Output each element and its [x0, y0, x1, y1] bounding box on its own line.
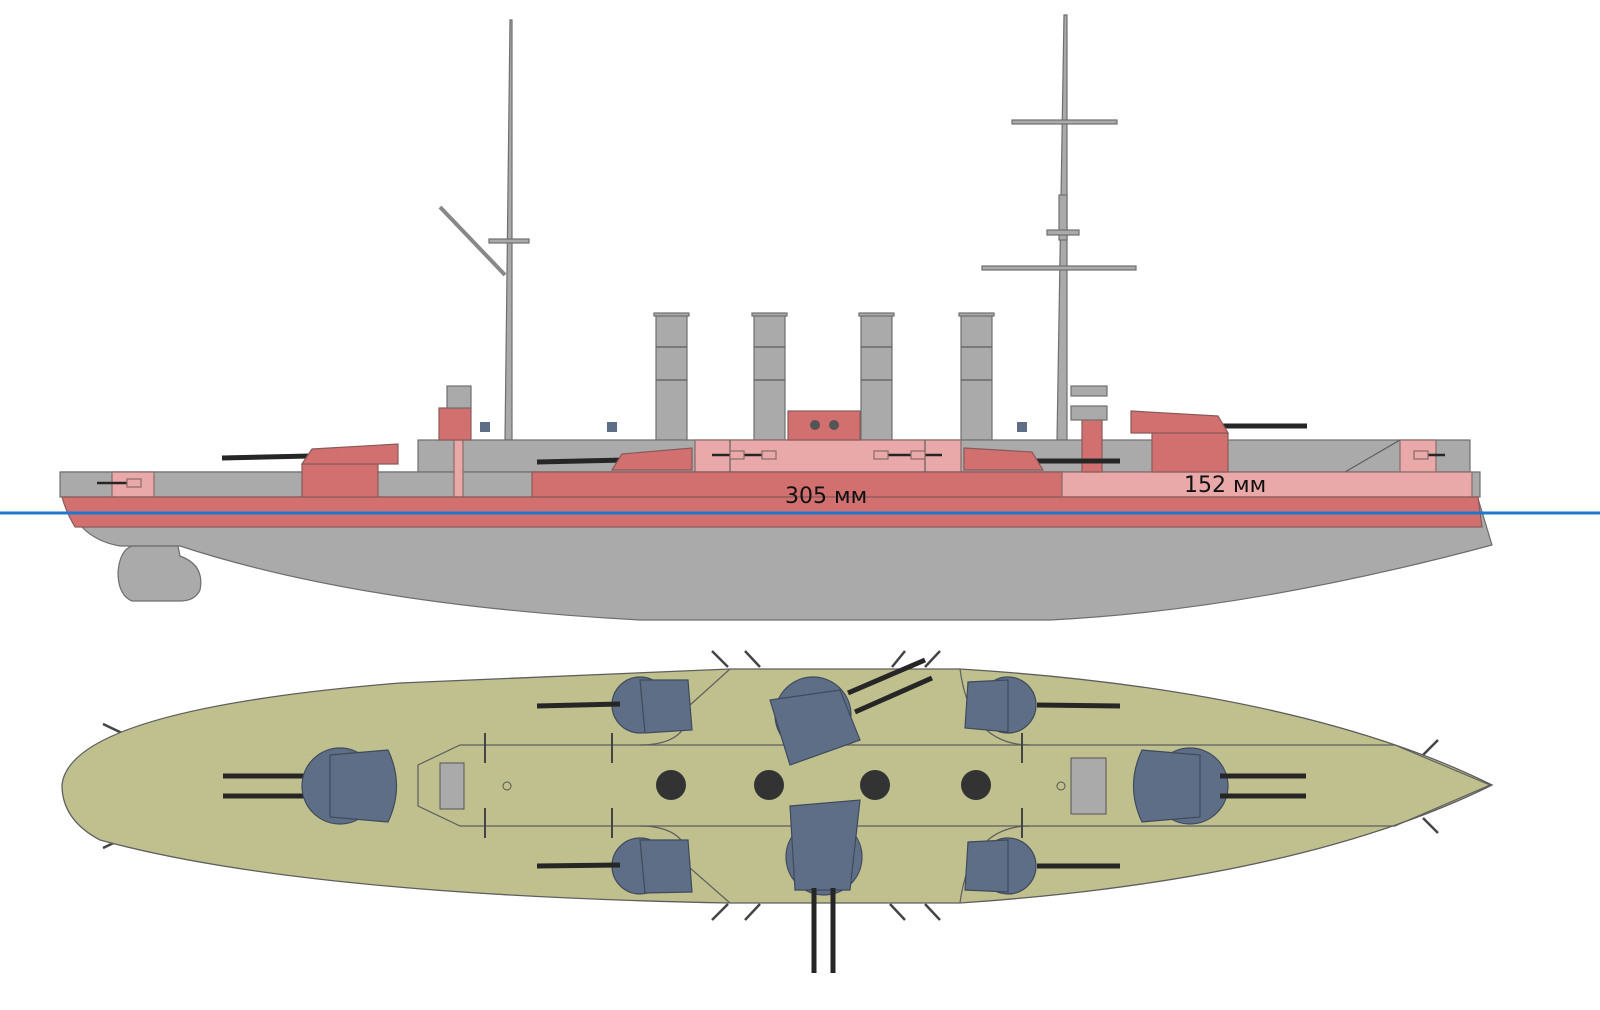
- top-view: [61, 650, 1494, 973]
- funnels: [653, 312, 995, 441]
- main-mast-aft: [438, 19, 530, 441]
- wing-turret-fore-side: [963, 447, 1120, 471]
- side-view: 305 мм 152 мм: [0, 14, 1600, 621]
- wing-turret-port-fore: [769, 657, 934, 766]
- main-mast-fore: [981, 14, 1137, 441]
- wing-turret-stbd: [785, 799, 863, 973]
- wing-turret-aft-side: [536, 447, 693, 471]
- booms: [102, 650, 1439, 921]
- funnel-3: [860, 314, 893, 441]
- secondary-turrets-top: [536, 676, 1121, 895]
- funnel-tops: [656, 770, 991, 800]
- upper-belt-label: 152 мм: [1184, 473, 1266, 498]
- funnel-4: [960, 314, 993, 441]
- fore-turret-side: [1130, 410, 1307, 473]
- funnel-1: [655, 314, 688, 441]
- small-guns-top: [484, 733, 1023, 838]
- aft-turret-top: [223, 747, 397, 825]
- upper-belt-armor: [1061, 471, 1473, 498]
- fore-turret-top: [1133, 747, 1306, 825]
- main-belt-armor: [531, 471, 1063, 498]
- funnel-2: [753, 314, 786, 441]
- main-belt-label: 305 мм: [785, 484, 867, 509]
- rudder: [117, 545, 202, 602]
- aft-turret-side: [221, 443, 399, 498]
